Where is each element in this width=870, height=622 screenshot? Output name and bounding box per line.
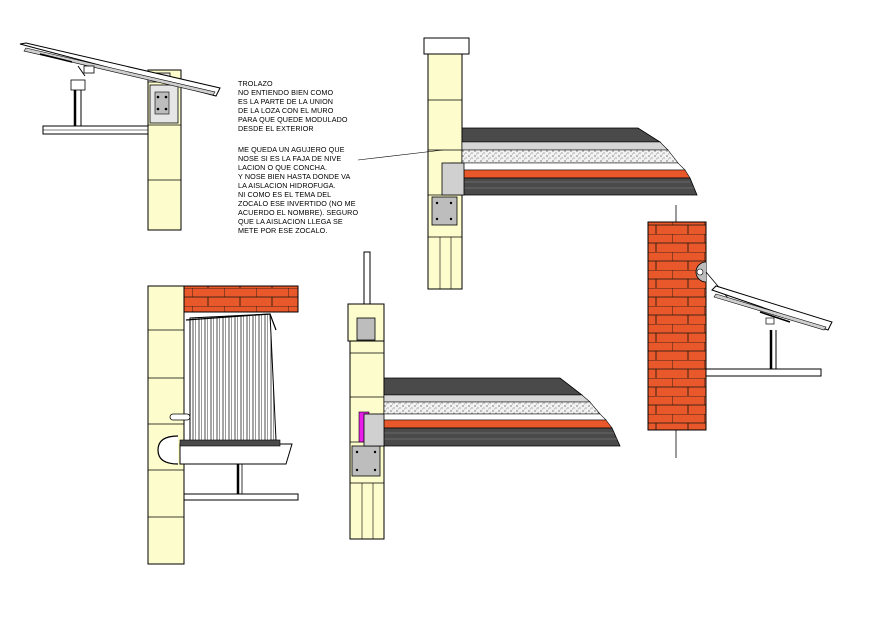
concrete-slab	[371, 427, 621, 447]
detail-parapet-roof-slab	[357, 37, 698, 290]
parapet-cap	[423, 37, 470, 55]
annotation-notes: TROLAZO NO ENTIENDO BIEN COMO ES LA PART…	[238, 79, 360, 235]
concrete-screed	[383, 401, 601, 415]
steel-angle	[183, 493, 299, 501]
steel-angle	[705, 368, 822, 377]
detail-wall-roof-slab-section	[347, 251, 621, 540]
note-2: ME QUEDA UN AGUJERO QUE NOSE SI ES LA FA…	[238, 145, 360, 235]
roof-membrane-top	[383, 377, 584, 396]
insulation-layer	[449, 169, 691, 179]
roof-membrane-top	[461, 127, 662, 143]
detail-wall-corrugated-roof	[147, 285, 299, 565]
brick-column	[647, 221, 707, 431]
note-1: TROLAZO NO ENTIENDO BIEN COMO ES LA PART…	[238, 79, 350, 133]
brick-course	[183, 285, 299, 313]
detail-wall-solar-panel-left	[19, 42, 221, 231]
concrete-slab	[449, 177, 698, 196]
concrete-screed	[461, 149, 679, 164]
insulation-layer	[371, 419, 613, 429]
block-wall	[147, 285, 185, 565]
corrugated-sheet	[189, 313, 277, 447]
detail-brick-column-solar-panel	[647, 205, 833, 458]
anchor-plate	[431, 196, 458, 226]
drip-hook	[157, 435, 179, 465]
